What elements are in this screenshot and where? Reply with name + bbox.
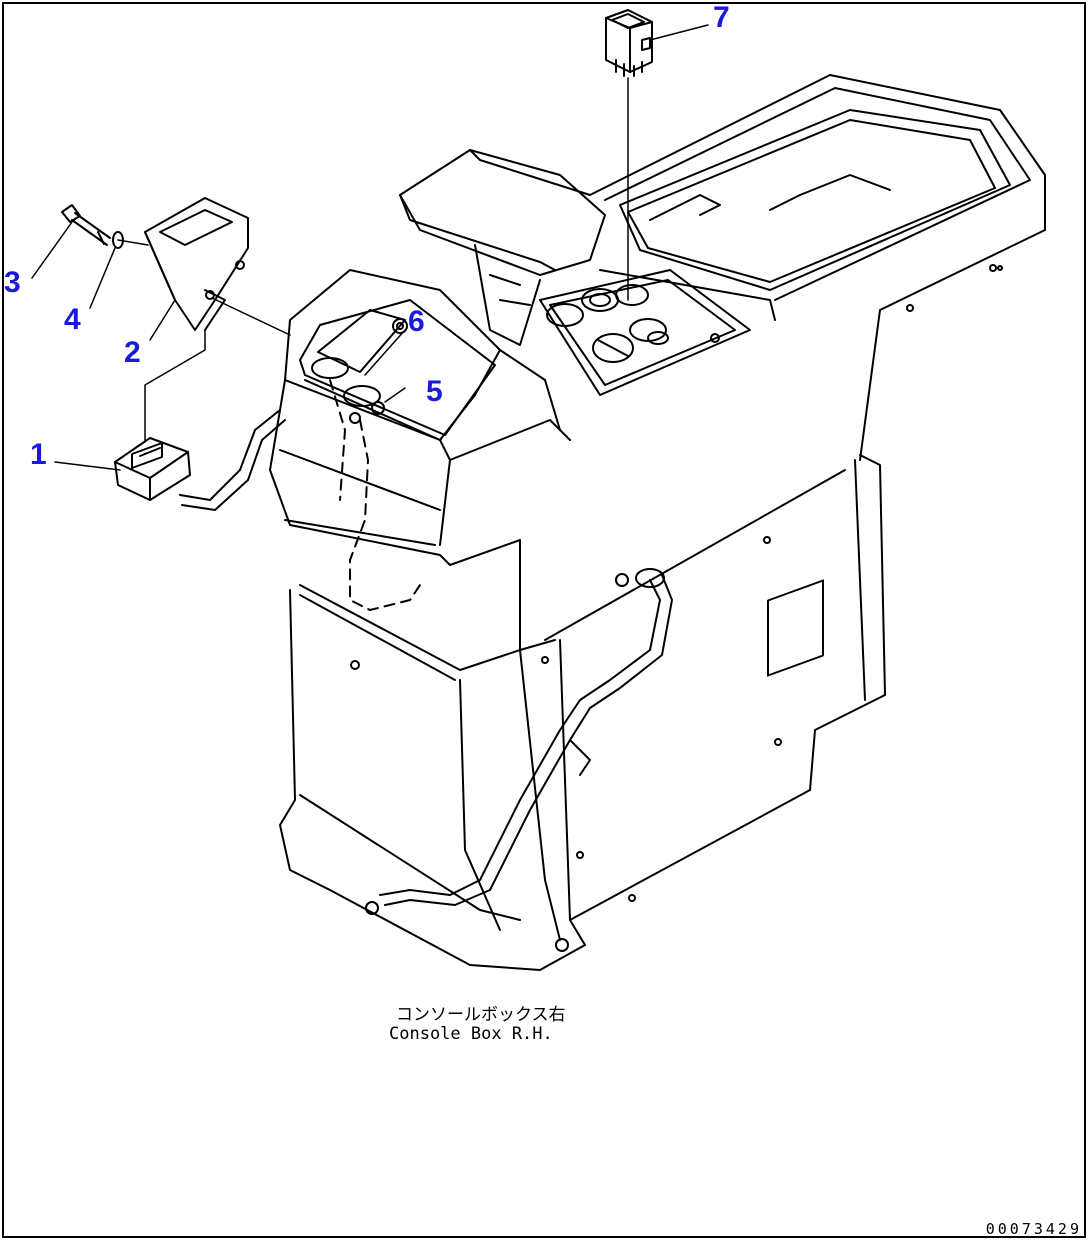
front-column xyxy=(269,269,586,971)
callout-3: 3 xyxy=(4,266,21,299)
callout-5: 5 xyxy=(426,375,443,408)
caption-english: Console Box R.H. xyxy=(389,1024,553,1044)
callout-7: 7 xyxy=(713,1,730,34)
armrest xyxy=(399,149,606,346)
part-1-switch xyxy=(114,437,191,501)
wiring-harness xyxy=(179,409,673,906)
part-2-bracket xyxy=(144,197,249,331)
rear-tray xyxy=(589,74,1046,461)
callout-2: 2 xyxy=(124,336,141,369)
part-3-bolt xyxy=(61,204,111,246)
leader-lines xyxy=(31,24,709,471)
drawing-number: 00073429 xyxy=(985,1220,1082,1238)
control-panel xyxy=(539,269,751,396)
callout-1: 1 xyxy=(30,438,47,471)
caption-japanese: コンソールボックス右 xyxy=(396,1005,566,1025)
part-4-washer xyxy=(112,231,124,249)
part-7-connector xyxy=(605,9,653,77)
callout-4: 4 xyxy=(64,303,81,336)
callout-6: 6 xyxy=(408,305,425,338)
side-panel xyxy=(541,265,1003,921)
